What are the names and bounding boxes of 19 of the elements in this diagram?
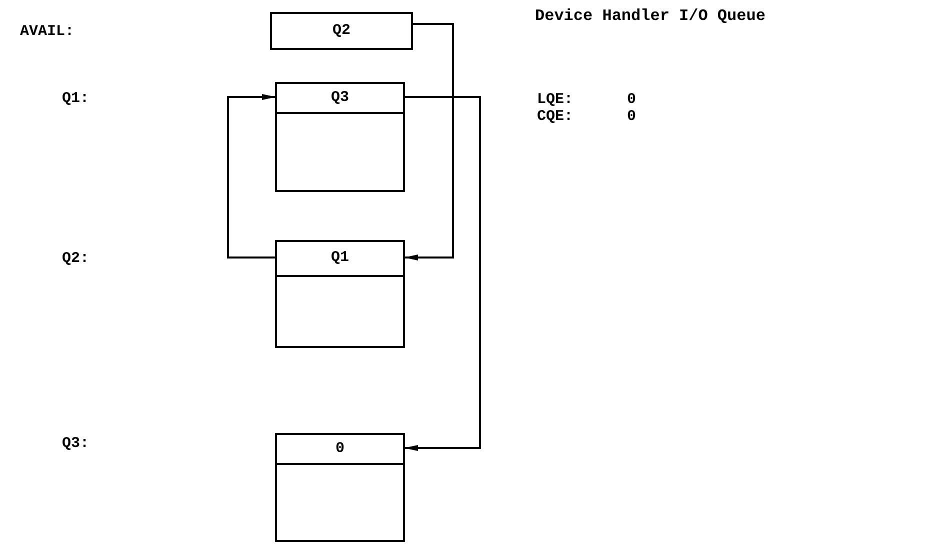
link-field: Q3 [277, 84, 403, 114]
queue-element-box [275, 82, 405, 192]
queue-element-box [275, 240, 405, 348]
link-field: 0 [277, 435, 403, 465]
diagram-title: Device Handler I/O Queue [535, 6, 766, 27]
arrow [404, 23, 454, 260]
field-name: LQE: [537, 90, 574, 110]
pointer-name: Q1: [62, 89, 90, 109]
pointer-name: Q3: [62, 434, 90, 454]
arrow [227, 94, 276, 258]
queue-element-box [275, 433, 405, 542]
arrow [404, 96, 481, 451]
link-field: Q2 [272, 14, 411, 48]
field-value: 0 [627, 90, 636, 110]
pointer-name: Q2: [62, 249, 90, 269]
field-value: 0 [627, 107, 636, 127]
field-name: CQE: [537, 107, 574, 127]
pointer-name: AVAIL: [20, 22, 74, 42]
link-field: Q1 [277, 242, 403, 277]
